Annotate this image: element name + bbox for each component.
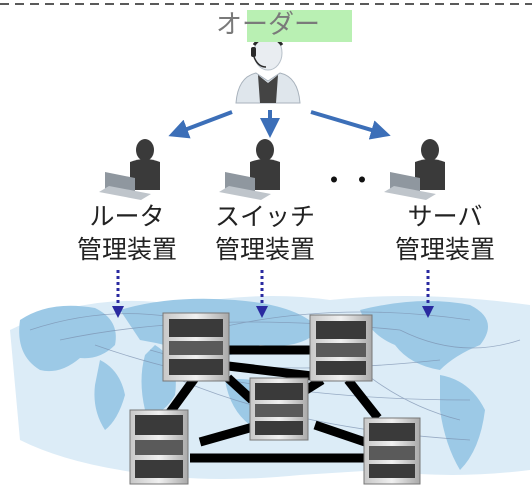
switch-label-line2: 管理装置	[214, 235, 315, 264]
network-switch-icon	[249, 377, 309, 441]
network-switch-icon	[309, 314, 373, 382]
title-highlight	[247, 10, 352, 42]
router-label-line2: 管理装置	[76, 235, 177, 264]
network-switch-icon	[162, 312, 230, 382]
admin-laptop-icon	[384, 139, 445, 200]
network-switch-icon	[363, 417, 421, 485]
admin-laptop-icon	[99, 139, 160, 200]
order-arrows	[168, 110, 391, 140]
operator-headset-icon	[235, 34, 301, 104]
ellipsis-dots: ・・	[320, 164, 377, 197]
server-label-line1: サーバ	[407, 202, 483, 231]
order-title: オーダー	[216, 10, 321, 40]
admin-laptop-icon	[219, 139, 280, 200]
management-arrows	[112, 270, 434, 318]
server-label-line2: 管理装置	[394, 235, 495, 264]
network-switch-icon	[129, 409, 189, 485]
router-label-line1: ルータ	[89, 202, 165, 231]
switch-label-line1: スイッチ	[214, 202, 315, 231]
